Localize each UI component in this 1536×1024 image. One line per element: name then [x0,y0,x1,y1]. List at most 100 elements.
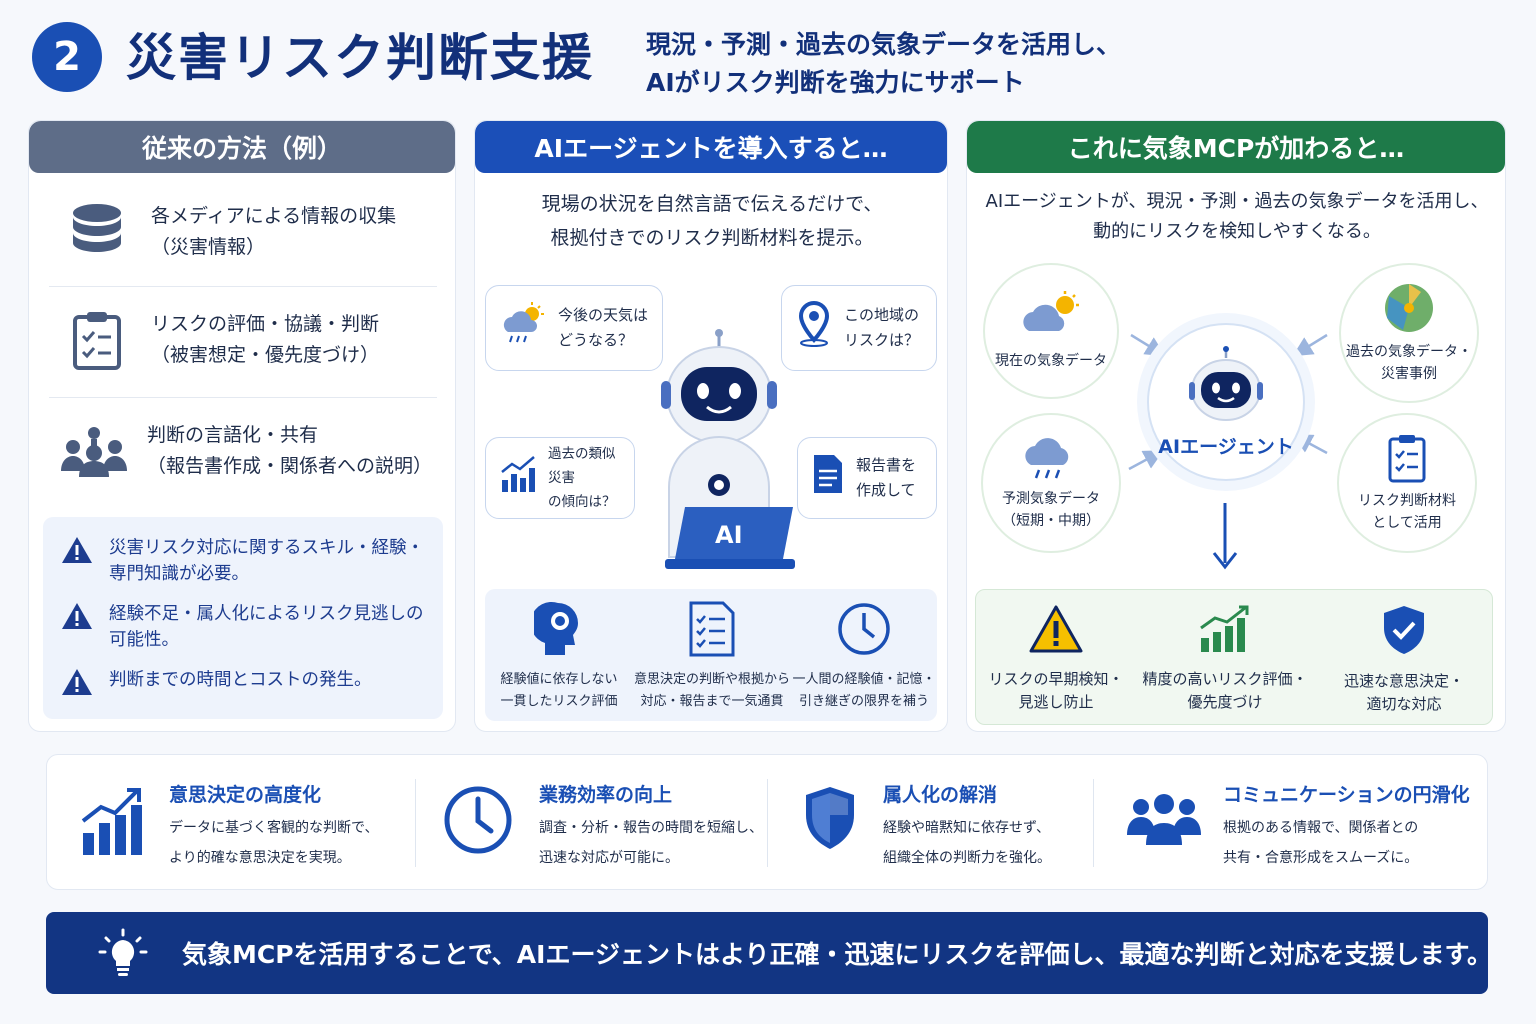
database-icon [67,202,127,262]
mcp-results-strip: リスクの早期検知・ 見逃し防止 精度の高いリスク評価・ 優先度づけ [975,589,1493,725]
rain-cloud-icon [1023,435,1079,488]
result-line1: 迅速な意思決定・ [1343,672,1464,690]
benefit-line2: 組織全体の判断力を強化。 [883,850,1051,866]
node-past-weather: 過去の気象データ・ 災害事例 [1339,263,1479,403]
feature-line1: 意思決定の判断や根拠から [633,672,790,687]
divider [49,286,437,287]
intro-line1: AIエージェントが、現況・予測・過去の気象データを活用し、 [985,191,1489,212]
left-row-collect: 各メディアによる情報の収集 （災害情報） [67,201,447,263]
warning-icon [61,667,93,697]
benefit-text: コミュニケーションの円滑化 根拠のある情報で、関係者との 共有・合意形成をスムー… [1223,781,1470,873]
clock-icon [443,785,513,859]
feature-item: 意思決定の判断や根拠から 対応・報告まで一気通貫 [633,601,791,713]
location-pin-icon [796,300,832,355]
left-row-text: 判断の言語化・共有 （報告書作成・関係者への説明） [147,420,432,482]
left-row-line1: 判断の言語化・共有 [147,424,319,446]
issue-item: 判断までの時間とコストの発生。 [61,667,372,697]
bubble-text: 報告書を 作成して [856,453,916,503]
benefit-line2: 迅速な対応が可能に。 [539,850,679,866]
laptop-illustration: AI [665,503,805,573]
head-icon [530,601,584,661]
warning-icon [61,535,93,565]
benefit-text: 意思決定の高度化 データに基づく客観的な判断で、 より的確な意思決定を実現。 [169,781,378,873]
benefit-title: コミュニケーションの円滑化 [1223,784,1470,806]
page-subtitle: 現況・予測・過去の気象データを活用し、 AIがリスク判断を強力にサポート [646,26,1121,102]
page-title: 災害リスク判断支援 [126,29,594,87]
benefit-title: 属人化の解消 [883,784,998,806]
benefit-title: 業務効率の向上 [539,784,673,806]
lightbulb-icon [98,928,148,978]
feature-line1: 経験値に依存しない [500,672,618,687]
feature-text: 一人間の経験値・記憶・ 引き継ぎの限界を補う [792,669,935,713]
node-forecast-weather: 予測気象データ （短期・中期） [981,413,1121,553]
left-row-evaluate: リスクの評価・協議・判断 （被害想定・優先度づけ） [67,309,447,371]
weather-mcp-header: これに気象MCPが加わると… [967,121,1505,173]
benefit-title: 意思決定の高度化 [169,784,322,806]
weather-mcp-intro: AIエージェントが、現況・予測・過去の気象データを活用し、 動的にリスクを検知し… [967,187,1507,247]
benefit-description: 根拠のある情報で、関係者との 共有・合意形成をスムーズに。 [1223,813,1470,873]
node-risk-material: リスク判断材料 として活用 [1337,413,1477,553]
benefit-text: 業務効率の向上 調査・分析・報告の時間を短縮し、 迅速な対応が可能に。 [539,781,763,873]
map-icon [1381,282,1437,341]
robot-head-icon [1189,345,1263,421]
divider [767,779,768,867]
left-row-line2: （報告書作成・関係者への説明） [147,455,433,477]
divider [49,397,437,398]
benefit-deperson: 属人化の解消 経験や暗黙知に依存せず、 組織全体の判断力を強化。 [803,781,1051,873]
left-row-line2: （災害情報） [151,236,266,258]
laptop-label: AI [715,521,743,549]
feature-line1: 一人間の経験値・記憶・ [792,672,936,687]
benefit-line1: 根拠のある情報で、関係者との [1223,820,1419,836]
left-row-line1: 各メディアによる情報の収集 [151,205,397,227]
ai-features-strip: 経験値に依存しない 一貫したリスク評価 意思決定の判断や根拠から 対応・報告まで… [485,589,937,721]
feature-item: 経験値に依存しない 一貫したリスク評価 [485,601,633,713]
intro-line2: 根拠付きでのリスク判断材料を提示。 [550,227,874,249]
node-label: 予測気象データ （短期・中期） [1002,488,1100,532]
left-row-line1: リスクの評価・協議・判断 [151,313,380,335]
ai-agent-header: AIエージェントを導入すると… [475,121,947,173]
question-bubble-area: この地域の リスクは？ [781,285,937,371]
ai-agent-panel: AIエージェントを導入すると… 現場の状況を自然言語で伝えるだけで、 根拠付きで… [474,120,948,732]
benefit-description: 経験や暗黙知に依存せず、 組織全体の判断力を強化。 [883,813,1051,873]
issue-line2: 可能性。 [109,630,179,650]
issue-item: 災害リスク対応に関するスキル・経験・ 専門知識が必要。 [61,535,424,587]
weather-icon [500,302,546,354]
benefit-line1: 経験や暗黙知に依存せず、 [883,820,1051,836]
clipboard-icon [67,310,127,370]
feature-text: 経験値に依存しない 一貫したリスク評価 [500,669,617,713]
warning-icon [61,601,93,631]
divider [415,779,416,867]
intro-line2: 動的にリスクを検知しやすくなる。 [1093,221,1381,242]
node-line2: として活用 [1372,514,1442,531]
result-line1: リスクの早期検知・ [988,670,1124,688]
bubble-line2: どうなる？ [558,331,634,349]
traditional-method-panel: 従来の方法（例） 各メディアによる情報の収集 （災害情報） [28,120,456,732]
growth-chart-icon [1197,604,1253,658]
node-label: 過去の気象データ・ 災害事例 [1346,341,1472,385]
feature-line2: 引き継ぎの限界を補う [798,694,929,709]
result-line2: 優先度づけ [1187,693,1263,711]
subtitle-line-1: 現況・予測・過去の気象データを活用し、 [646,30,1122,59]
question-bubble-report: 報告書を 作成して [797,437,937,519]
left-row-text: リスクの評価・協議・判断 （被害想定・優先度づけ） [151,309,379,371]
benefit-decision: 意思決定の高度化 データに基づく客観的な判断で、 より的確な意思決定を実現。 [81,781,378,873]
issue-line1: 経験不足・属人化によるリスク見逃しの [109,604,424,624]
benefit-description: データに基づく客観的な判断で、 より的確な意思決定を実現。 [169,813,378,873]
divider [1093,779,1094,867]
traditional-method-header: 従来の方法（例） [29,121,455,173]
bubble-line1: 過去の類似災害 [548,446,616,486]
node-label: 現在の気象データ [995,352,1107,369]
feature-line2: 対応・報告まで一気通貫 [640,694,784,709]
clock-icon [836,601,892,661]
weather-mcp-panel: これに気象MCPが加わると… AIエージェントが、現況・予測・過去の気象データを… [966,120,1506,732]
node-line2: 災害事例 [1381,365,1437,382]
document-icon [812,453,844,503]
ai-agent-intro: 現場の状況を自然言語で伝えるだけで、 根拠付きでのリスク判断材料を提示。 [475,187,949,255]
node-line1: リスク判断材料 [1358,492,1456,509]
checklist-icon [689,601,735,661]
node-line1: 予測気象データ [1002,490,1100,507]
summary-banner: 気象MCPを活用することで、AIエージェントはより正確・迅速にリスクを評価し、最… [46,912,1492,994]
bubble-text: 今後の天気は どうなる？ [558,303,648,353]
issue-line1: 判断までの時間とコストの発生。 [109,670,372,690]
result-line2: 適切な対応 [1366,695,1442,713]
